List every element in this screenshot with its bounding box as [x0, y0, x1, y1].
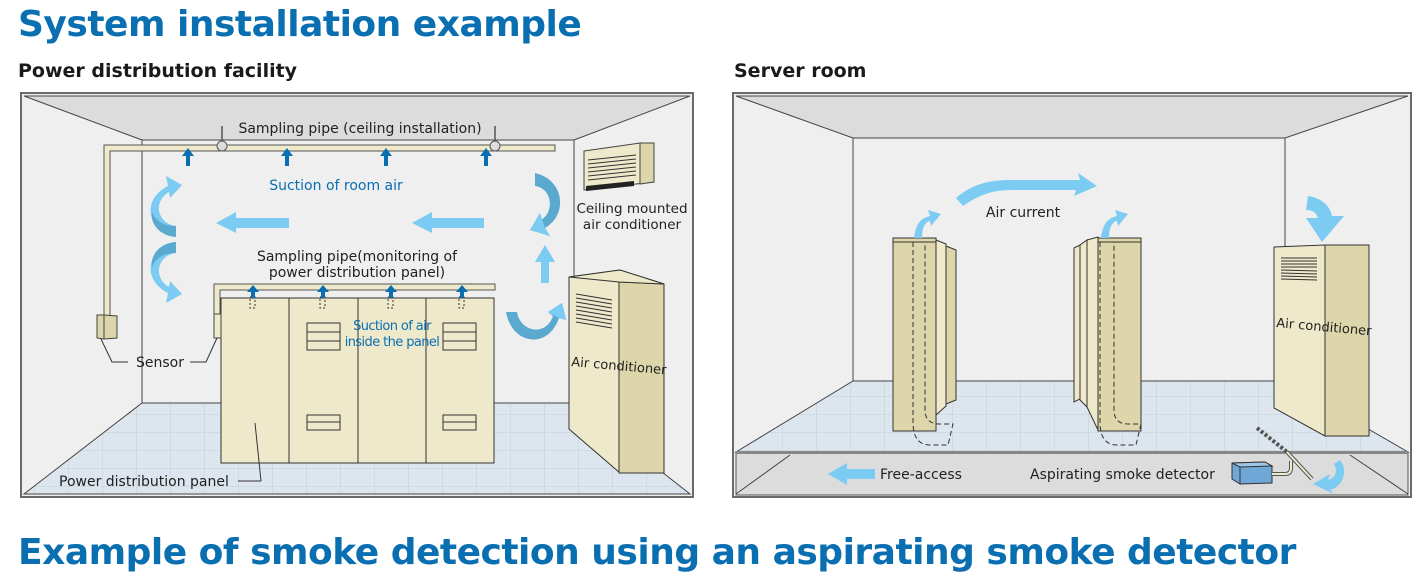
power-facility-diagram: Sampling pipe (ceiling installation) Suc…	[20, 92, 694, 498]
suction-panel-label-line1: Suction of air	[353, 319, 432, 334]
free-access-label: Free-access	[880, 467, 962, 483]
panel-pipe-label-line2: power distribution panel)	[269, 265, 445, 281]
airflow-curve-arrow-icon	[150, 176, 182, 303]
suction-arrow-icon	[247, 285, 468, 298]
suction-room-label: Suction of room air	[269, 178, 403, 194]
sensor-left	[96, 314, 118, 340]
power-facility-heading: Power distribution facility	[18, 60, 298, 82]
panel-leader-line	[254, 422, 262, 482]
airflow-down-arrow-icon	[1306, 196, 1344, 242]
suction-arrow-icon	[182, 148, 492, 166]
sensor-leader-lines	[100, 337, 218, 363]
ceiling-pipe-label: Sampling pipe (ceiling installation)	[238, 121, 481, 137]
airflow-arc-arrow-icon	[914, 173, 1128, 238]
airflow-up-arrow-icon	[535, 245, 555, 283]
sensor-right	[213, 313, 222, 339]
server-rack-right	[1073, 236, 1142, 446]
ceiling-air-conditioner	[583, 142, 655, 191]
detector-label: Aspirating smoke detector	[1030, 467, 1215, 483]
aspirating-smoke-detector	[1231, 426, 1314, 485]
airflow-curve-arrow-icon	[530, 173, 561, 236]
floor-air-conditioner	[568, 269, 665, 474]
suction-panel-label-line2: inside the panel	[345, 335, 440, 350]
sensor-label: Sensor	[136, 355, 184, 371]
power-distribution-panel	[220, 285, 495, 464]
server-rack-left	[892, 237, 957, 446]
panel-label: Power distribution panel	[59, 474, 229, 490]
airflow-curve-arrow-icon	[1313, 460, 1345, 494]
ceiling-ac-label-line1: Ceiling mounted	[576, 201, 687, 217]
server-air-conditioner	[1273, 244, 1370, 437]
ceiling-ac-label-line2: air conditioner	[583, 217, 682, 233]
air-current-label: Air current	[986, 205, 1061, 221]
page-title: System installation example	[18, 4, 582, 45]
server-room-heading: Server room	[734, 60, 867, 82]
bottom-section-title: Example of smoke detection using an aspi…	[18, 532, 1296, 573]
airflow-left-arrow-icon	[216, 212, 484, 233]
airflow-left-arrow-icon	[828, 463, 875, 485]
server-room-diagram: Air current Air conditioner Free-access …	[732, 92, 1412, 498]
airflow-curve-arrow-icon	[506, 303, 566, 340]
panel-pipe-label-line1: Sampling pipe(monitoring of	[257, 249, 458, 265]
